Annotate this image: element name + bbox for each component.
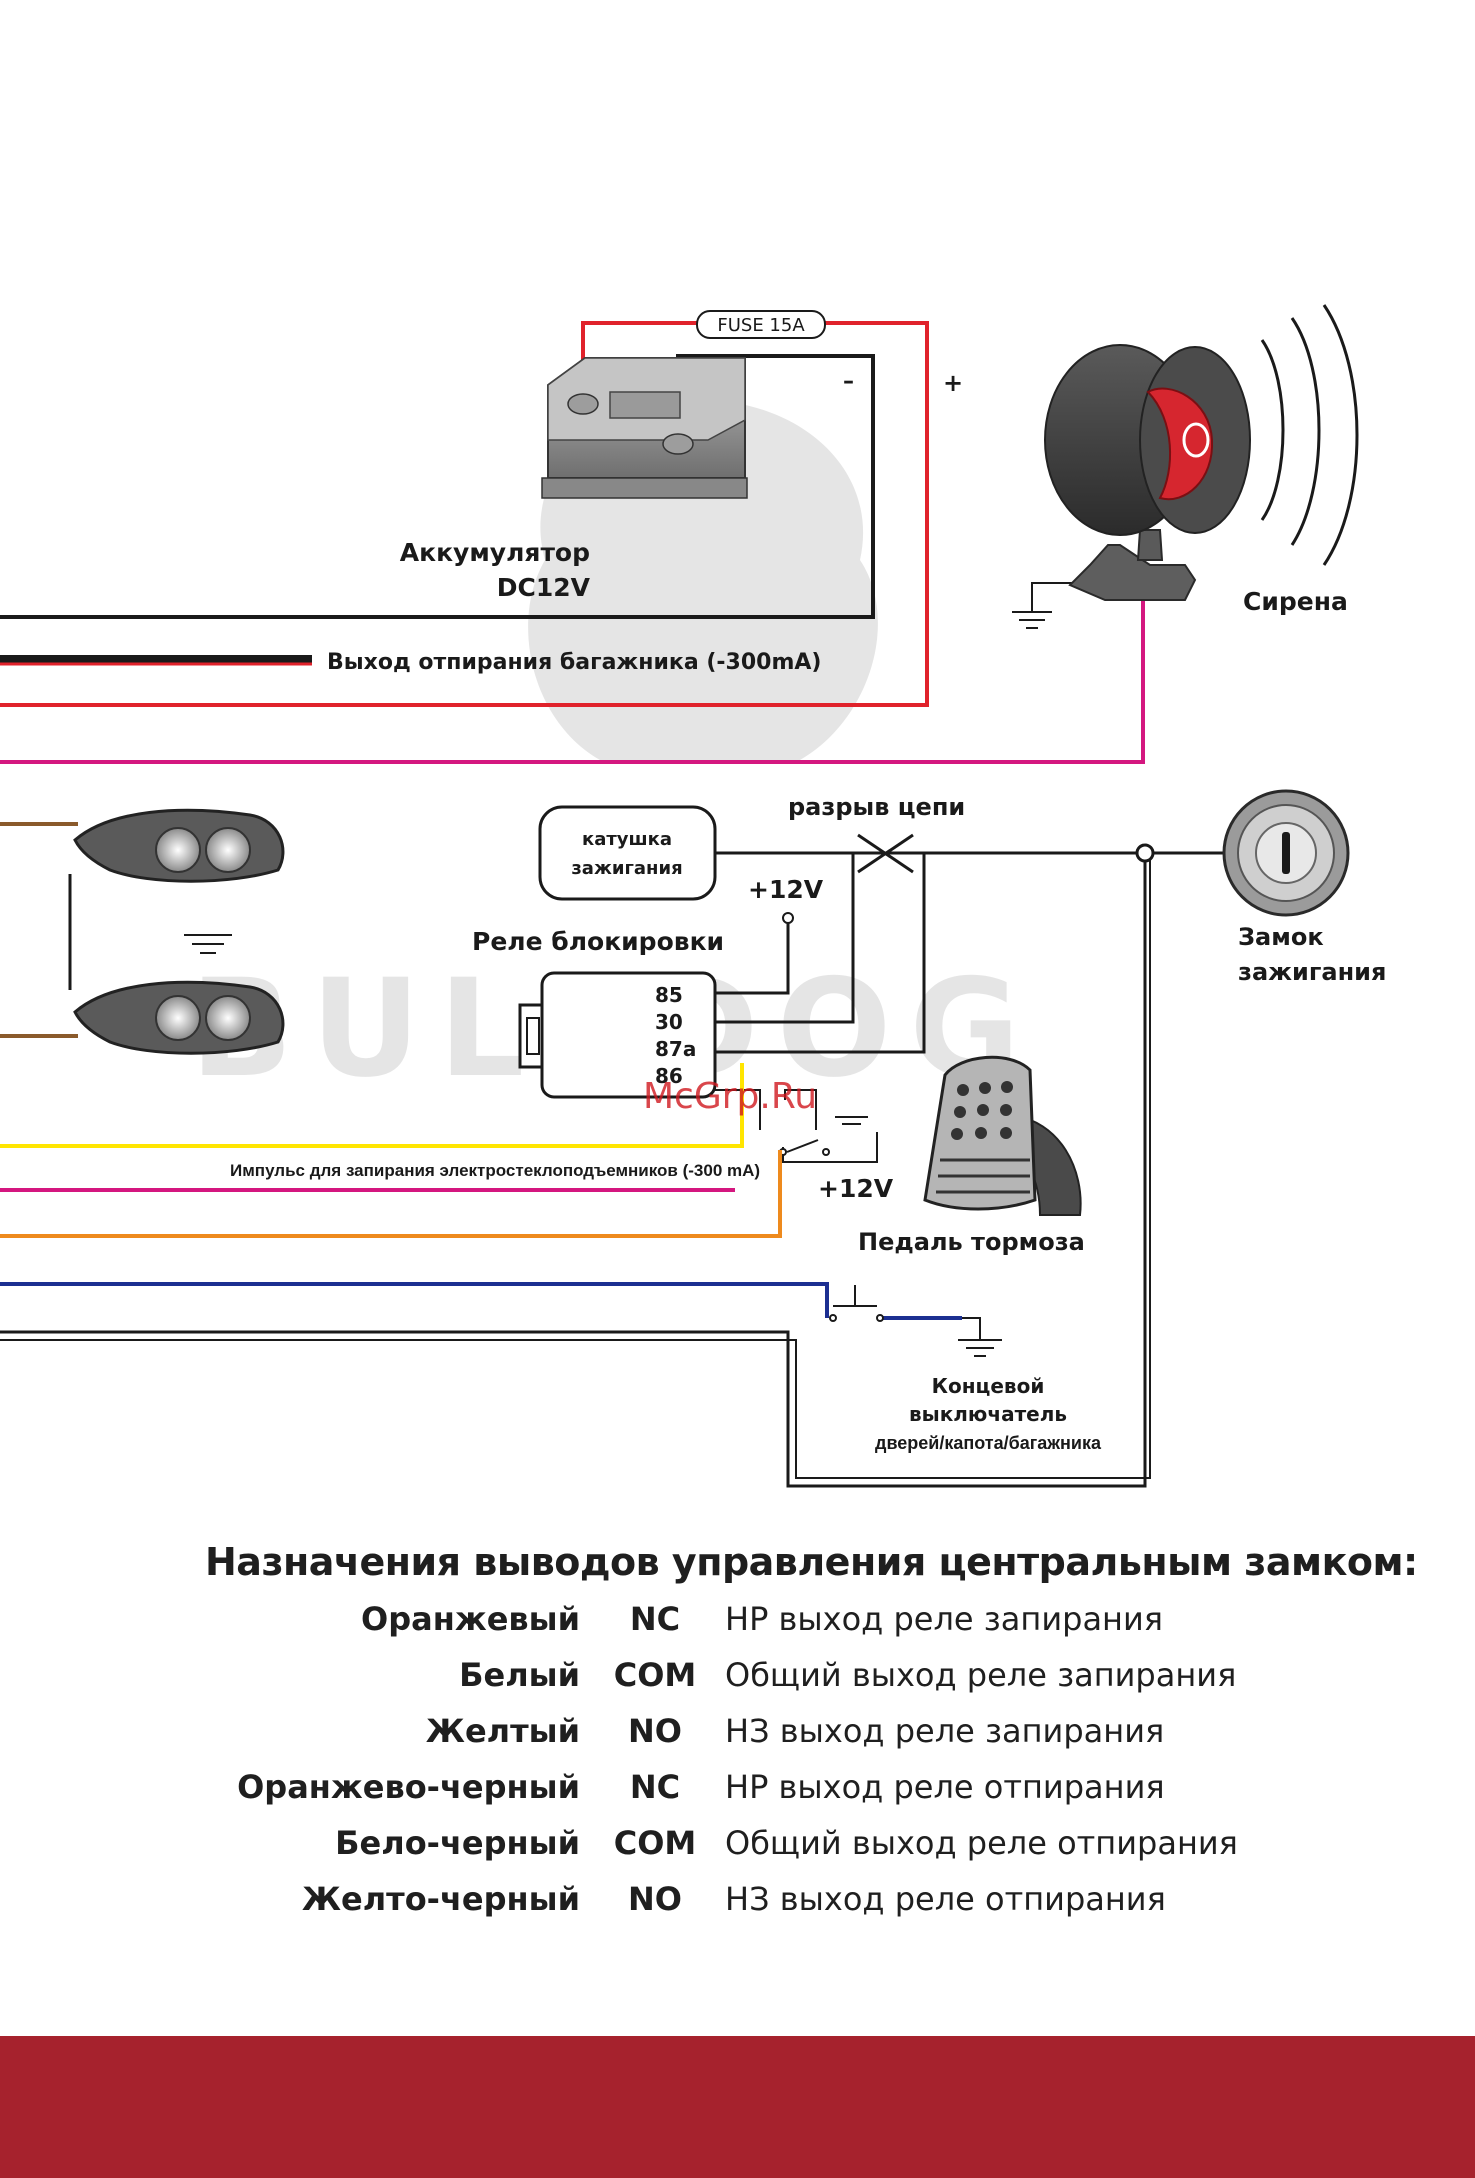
relay-pin-87a: 87a bbox=[655, 1037, 696, 1061]
legend-contact-code: NO bbox=[628, 1712, 682, 1750]
ignition-coil-label-line2: зажигания bbox=[571, 858, 682, 879]
legend-description: Общий выход реле запирания bbox=[725, 1656, 1237, 1694]
siren-icon bbox=[1044, 344, 1251, 601]
limit-switch-ground-icon bbox=[958, 1339, 1002, 1357]
legend-description: НЗ выход реле отпирания bbox=[725, 1880, 1166, 1918]
legend-wire-color: Белый bbox=[459, 1656, 580, 1694]
ignition-lock-label-line2: зажигания bbox=[1238, 958, 1386, 986]
footer-band bbox=[0, 2036, 1475, 2178]
trunk-output-label: Выход отпирания багажника (-300mA) bbox=[327, 650, 821, 675]
legend-contact-code: COM bbox=[613, 1824, 697, 1862]
legend-wire-color: Оранжево-черный bbox=[237, 1768, 580, 1806]
brake-switch-contact bbox=[786, 1139, 819, 1153]
legend-title: Назначения выводов управления центральны… bbox=[205, 1540, 1418, 1584]
relay-pin-30: 30 bbox=[655, 1010, 683, 1034]
ignition-coil: катушка зажигания bbox=[538, 805, 717, 901]
battery-minus-sign: – bbox=[843, 369, 854, 394]
circuit-break-mark bbox=[857, 833, 914, 874]
fuse: FUSE 15A bbox=[696, 310, 826, 339]
limit-switch-symbol bbox=[829, 1285, 981, 1340]
window-impulse-label: Импульс для запирания электростеклоподъе… bbox=[230, 1161, 760, 1180]
relay-pin-85: 85 bbox=[655, 983, 683, 1007]
legend-wire-color: Желтый bbox=[425, 1712, 580, 1750]
limit-switch-label-line2: выключатель bbox=[909, 1402, 1067, 1426]
battery-positive-terminal bbox=[567, 393, 599, 415]
siren-wire bbox=[0, 598, 1145, 764]
brake-switch-top-wire bbox=[784, 1089, 817, 1130]
ignition-bus-wire-inner bbox=[0, 858, 1151, 1479]
siren-label: Сирена bbox=[1243, 587, 1348, 616]
legend-contact-code: NO bbox=[628, 1880, 682, 1918]
legend-contact-code: COM bbox=[613, 1656, 697, 1694]
limit-switch-label-line1: Концевой bbox=[932, 1374, 1045, 1398]
battery-plus-sign: + bbox=[943, 369, 963, 397]
battery-negative-terminal bbox=[662, 433, 694, 455]
relay-86-ground-icon bbox=[835, 1116, 868, 1125]
legend-description: Общий выход реле отпирания bbox=[725, 1824, 1238, 1862]
legend-row: Оранжево-черный NC НР выход реле отпирания bbox=[0, 1768, 1475, 1818]
fuse-label: FUSE 15A bbox=[717, 315, 805, 336]
brake-pedal-label: Педаль тормоза bbox=[858, 1228, 1085, 1256]
legend-description: НР выход реле запирания bbox=[725, 1600, 1164, 1638]
relay-87a-wire bbox=[715, 853, 926, 1054]
siren-ground-wire bbox=[1031, 582, 1075, 612]
ignition-junction-node bbox=[1135, 843, 1155, 863]
brake-plus12-label: +12V bbox=[818, 1174, 894, 1203]
orange-brake-wire bbox=[0, 1150, 782, 1238]
site-watermark: McGrp.Ru bbox=[643, 1076, 817, 1117]
relay-title: Реле блокировки bbox=[472, 927, 724, 956]
relay-30-wire bbox=[715, 853, 855, 1024]
legend-row: Желто-черный NO НЗ выход реле отпирания bbox=[0, 1880, 1475, 1930]
wiring-diagram: BULLDOG bbox=[0, 304, 1386, 1488]
ignition-lock-label-line1: Замок bbox=[1238, 923, 1324, 951]
legend-wire-color: Оранжевый bbox=[361, 1600, 580, 1638]
relay-pin-86: 86 bbox=[655, 1064, 683, 1088]
brake-switch-pin-b bbox=[822, 1148, 830, 1156]
legend-row: Оранжевый NC НР выход реле запирания bbox=[0, 1600, 1475, 1650]
brake-switch-wire bbox=[782, 1132, 878, 1163]
brake-pedal-icon bbox=[923, 1055, 1082, 1216]
legend-contact-code: NC bbox=[629, 1600, 681, 1638]
headlight-bottom-icon bbox=[73, 980, 285, 1055]
legend-wire-color: Бело-черный bbox=[335, 1824, 580, 1862]
blue-limit-wire bbox=[0, 1282, 829, 1318]
relay-plus12-terminal bbox=[782, 912, 794, 924]
legend-description: НР выход реле отпирания bbox=[725, 1768, 1165, 1806]
legend-description: НЗ выход реле запирания bbox=[725, 1712, 1165, 1750]
headlight-top-icon bbox=[73, 808, 285, 883]
ignition-coil-label-line1: катушка bbox=[582, 829, 672, 850]
legend-contact-code: NC bbox=[629, 1768, 681, 1806]
battery bbox=[541, 357, 748, 499]
legend-wire-color: Желто-черный bbox=[301, 1880, 580, 1918]
blocking-relay: 85 30 87a 86 bbox=[518, 971, 717, 1099]
ignition-bus-wire bbox=[0, 853, 1147, 1488]
legend-row: Бело-черный COM Общий выход реле отпирания bbox=[0, 1824, 1475, 1874]
relay-plus12-label: +12V bbox=[748, 875, 824, 904]
battery-label-line2: DC12V bbox=[497, 573, 591, 602]
yellow-wire bbox=[0, 1063, 744, 1148]
limit-switch-label-line3: дверей/капота/багажника bbox=[875, 1433, 1102, 1453]
siren-ground-icon bbox=[1012, 611, 1052, 629]
circuit-break-label: разрыв цепи bbox=[788, 793, 965, 821]
headlight-ground-icon bbox=[184, 934, 232, 954]
legend-row: Белый COM Общий выход реле запирания bbox=[0, 1656, 1475, 1706]
battery-label-line1: Аккумулятор bbox=[400, 538, 590, 567]
relay-85-wire bbox=[715, 922, 790, 995]
siren-sound-waves-icon bbox=[1260, 304, 1359, 566]
legend-row: Желтый NO НЗ выход реле запирания bbox=[0, 1712, 1475, 1762]
battery-positive-wire bbox=[0, 321, 929, 707]
ignition-lock-icon bbox=[1222, 789, 1350, 917]
